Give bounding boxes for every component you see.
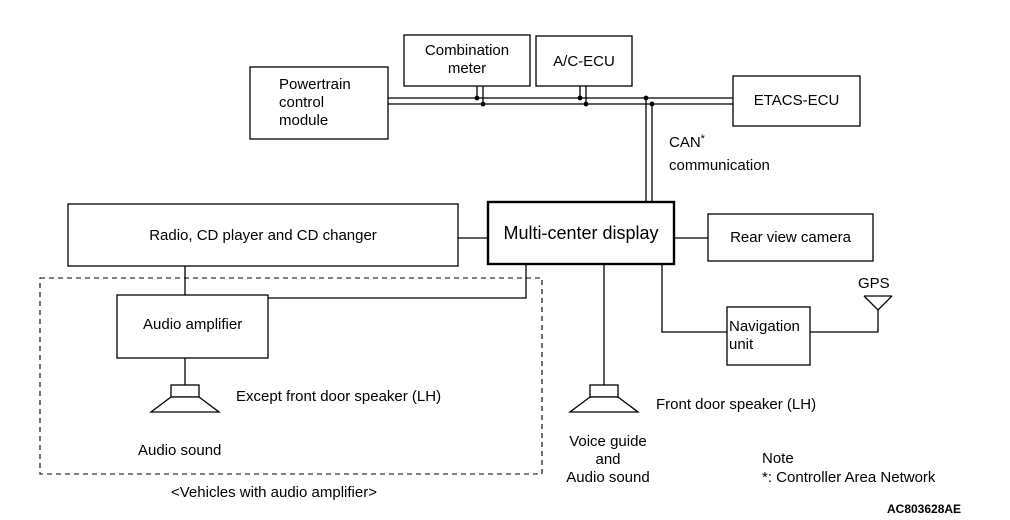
audio-amplifier-label: Audio amplifier	[143, 316, 243, 333]
can-communication-label: communication	[669, 157, 770, 174]
junction-dot	[480, 101, 486, 107]
antenna-icon	[863, 295, 893, 311]
except-speaker-label: Except front door speaker (LH)	[236, 388, 442, 405]
mcd-nav-link	[661, 264, 727, 333]
junction-dot	[649, 101, 655, 107]
etacs-ecu-box	[732, 75, 861, 127]
speaker-icon	[568, 384, 640, 413]
vehicles-with-amp-label: <Vehicles with audio amplifier>	[171, 484, 377, 501]
rear-camera-label: Rear view camera	[730, 229, 851, 246]
ac-ecu-label: A/C-ECU	[553, 53, 615, 70]
nav-gps-link	[810, 310, 879, 333]
junction-dot	[643, 95, 649, 101]
audio-amplifier-region	[39, 277, 543, 475]
ac-ecu-box	[535, 35, 633, 87]
junction-dot	[474, 95, 480, 101]
powertrain-box	[249, 66, 389, 140]
can-label: CAN*	[669, 133, 705, 151]
note-title: Note	[762, 450, 794, 467]
front-speaker-label: Front door speaker (LH)	[656, 396, 817, 413]
junction-dot	[583, 101, 589, 107]
note-text: *: Controller Area Network	[762, 469, 936, 486]
rear-camera-box	[707, 213, 874, 262]
combination-meter-label: Combination meter	[424, 42, 510, 77]
audio-amplifier-box	[116, 294, 269, 359]
mcd-box	[486, 200, 676, 266]
radio-label: Radio, CD player and CD changer	[149, 227, 377, 244]
navigation-box	[726, 306, 811, 366]
combination-meter-box	[403, 34, 531, 87]
radio-box	[67, 203, 459, 267]
etacs-ecu-label: ETACS-ECU	[753, 92, 840, 109]
mcd-label: Multi-center display	[503, 223, 659, 243]
navigation-label: Navigation unit	[729, 318, 800, 353]
gps-label: GPS	[858, 275, 890, 292]
junction-dot	[577, 95, 583, 101]
figure-code: AC803628AE	[887, 502, 962, 516]
powertrain-label: Powertrain control module	[279, 76, 351, 129]
speaker-icon	[149, 384, 221, 413]
mcd-amp-link	[268, 264, 527, 299]
audio-sound-label: Audio sound	[138, 442, 222, 459]
voice-guide-label: Voice guide and Audio sound	[566, 433, 650, 486]
